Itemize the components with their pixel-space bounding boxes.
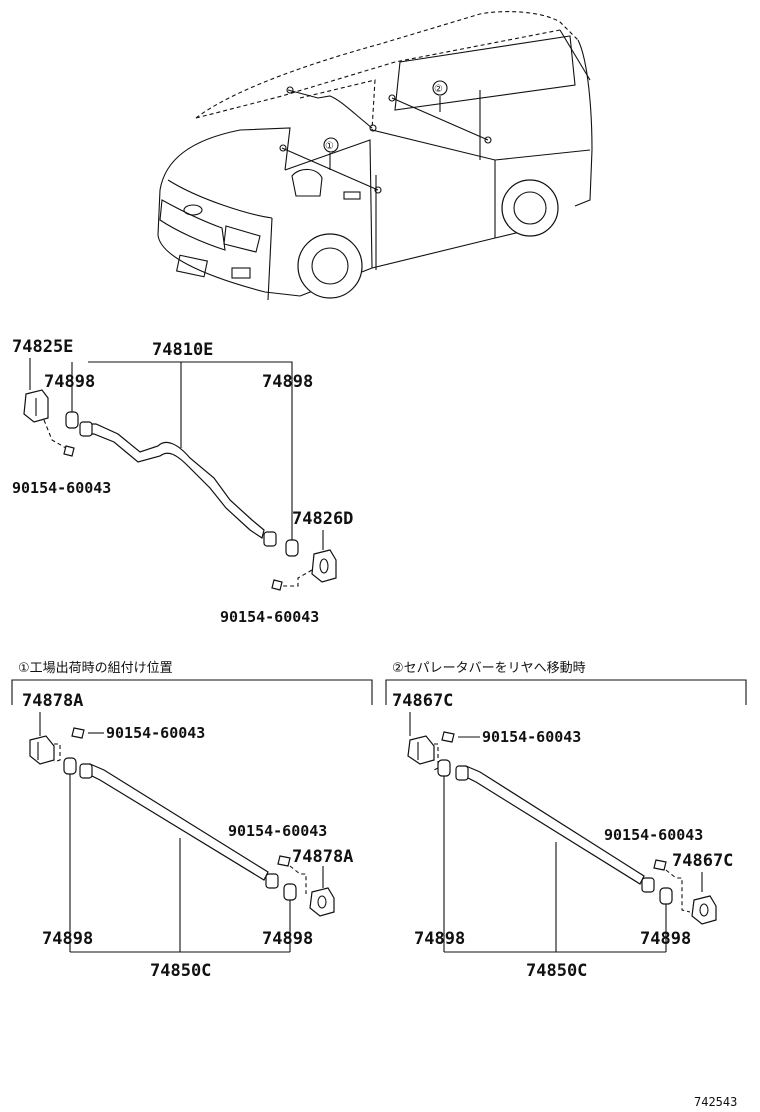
s1-label-cushion-right: 74898	[262, 929, 313, 949]
s2-label-bracket-left: 74867C	[392, 691, 453, 711]
s1-bolt-left-part	[71, 727, 85, 739]
s2-label-bolt-right: 90154-60043	[604, 826, 703, 844]
s2-label-bolt-left: 90154-60043	[482, 728, 581, 746]
s1-bracket-left-part	[29, 735, 55, 765]
s2-bolt-right-part	[653, 859, 667, 871]
label-cushion-right: 74898	[262, 372, 313, 392]
s1-cushion-left-part	[63, 757, 77, 775]
figure-ref: 742543	[694, 1095, 737, 1109]
section-1: ①工場出荷時の組付け位置 74878A 90154-60043 90154-60…	[11, 661, 373, 981]
s1-label-main: 74850C	[150, 961, 211, 981]
s2-label-cushion-left: 74898	[414, 929, 465, 949]
label-bolt-right: 90154-60043	[220, 608, 319, 626]
s1-label-bolt-left: 90154-60043	[106, 724, 205, 742]
s1-label-bracket-left: 74878A	[22, 691, 83, 711]
s1-cushion-right-part	[283, 883, 297, 901]
s2-label-main: 74850C	[526, 961, 587, 981]
label-cushion-left: 74898	[44, 372, 95, 392]
bar-74810E-part	[83, 423, 265, 539]
section-2-frame	[385, 679, 747, 705]
cushion-right-part	[285, 539, 299, 557]
s1-label-bracket-right: 74878A	[292, 847, 353, 867]
s2-cushion-left-part	[437, 759, 451, 777]
marker-2: ②	[434, 84, 443, 95]
van-illustration: ① ②	[157, 11, 593, 301]
label-main-74810E: 74810E	[152, 340, 213, 360]
label-bracket-74825E: 74825E	[12, 337, 73, 357]
bolt-left-part	[63, 445, 75, 457]
label-bracket-74826D: 74826D	[292, 509, 353, 529]
label-bolt-left: 90154-60043	[12, 479, 111, 497]
bolt-right-part	[271, 579, 283, 591]
s2-bar-part	[463, 765, 645, 885]
s1-bracket-right-part	[309, 887, 335, 917]
s1-label-bolt-right: 90154-60043	[228, 822, 327, 840]
bracket-right-part	[311, 549, 337, 583]
s2-bolt-left-part	[441, 731, 455, 743]
s2-bracket-right-part	[691, 895, 717, 925]
section-2-caption: ②セパレータバーをリヤへ移動時	[392, 661, 586, 676]
top-assembly: 74825E 74810E 74898 74898 74826D 90154-6…	[12, 337, 353, 626]
s1-label-cushion-left: 74898	[42, 929, 93, 949]
section-1-caption: ①工場出荷時の組付け位置	[18, 661, 173, 676]
cushion-left-part	[65, 411, 79, 429]
s2-bracket-left-part	[407, 735, 435, 765]
s2-label-bracket-right: 74867C	[672, 851, 733, 871]
s1-bolt-right-part	[277, 855, 291, 867]
s2-cushion-right-part	[659, 887, 673, 905]
section-1-frame	[11, 679, 373, 705]
marker-1: ①	[325, 141, 334, 152]
section-2: ②セパレータバーをリヤへ移動時 74867C 90154-60043 90154…	[385, 661, 747, 981]
